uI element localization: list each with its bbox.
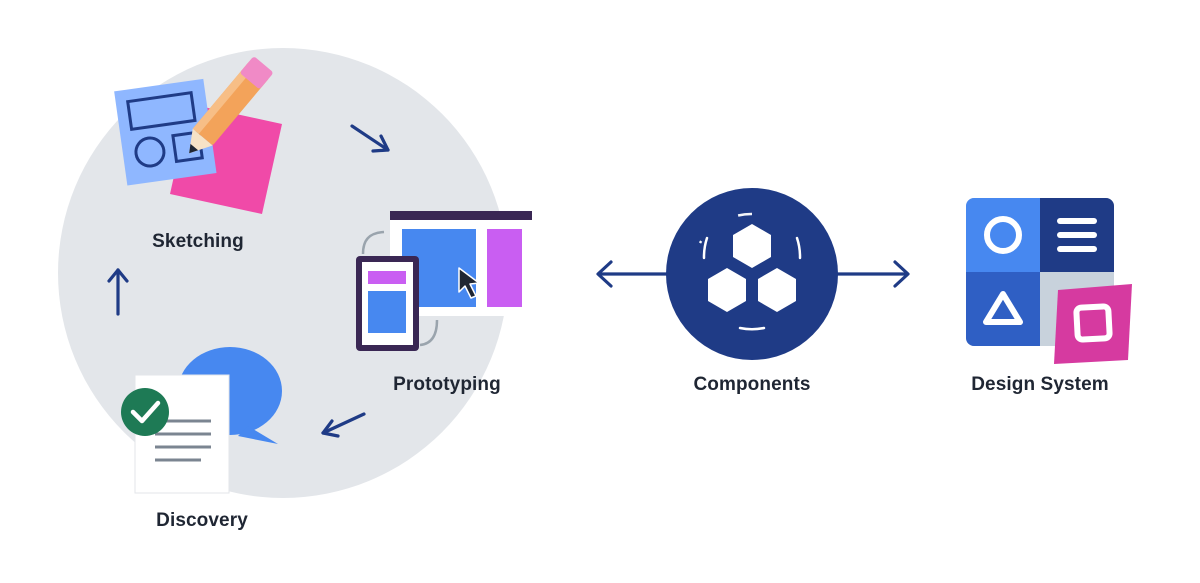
cycle-arrow-prototyping-to-discovery (321, 412, 366, 438)
design-system-label: Design System (971, 374, 1109, 395)
components-label: Components (693, 374, 811, 395)
sketching-label: Sketching (152, 231, 244, 252)
document-chat-icon (121, 347, 282, 494)
design-system-grid-icon (966, 198, 1132, 364)
prototype-screens-icon (356, 211, 532, 351)
arrow-to-prototyping (596, 260, 674, 288)
cycle-arrow-discovery-to-sketching (107, 268, 129, 316)
cycle-arrow-sketching-to-prototyping (350, 124, 390, 153)
prototyping-label: Prototyping (393, 374, 501, 395)
hexagon-components-icon (666, 188, 838, 360)
arrow-to-design-system (830, 260, 910, 288)
pencil-sketch-icon (114, 57, 282, 214)
discovery-label: Discovery (156, 510, 248, 531)
